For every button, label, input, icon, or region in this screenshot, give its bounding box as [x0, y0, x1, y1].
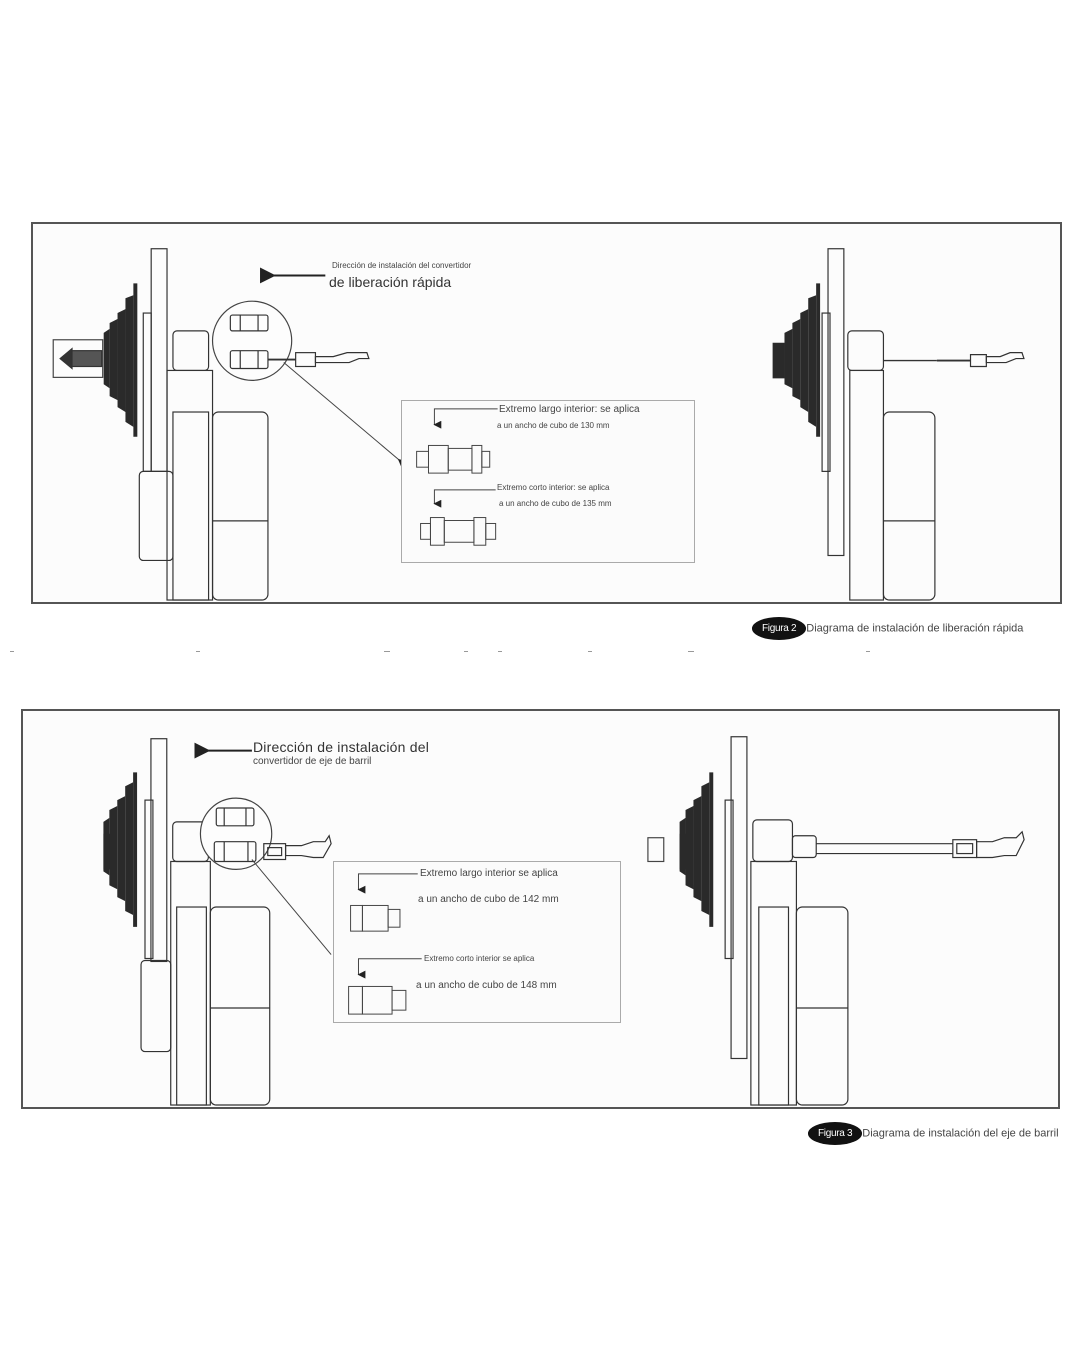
quick-release-skewer-left [267, 352, 370, 368]
short-end-hub-width: a un ancho de cubo de 135 mm [499, 499, 612, 508]
direction-label-line2: convertidor de eje de barril [253, 756, 372, 767]
long-end-adapter [350, 904, 401, 932]
figure-3-caption-text: Diagrama de instalación del eje de barri… [862, 1127, 1059, 1140]
direction-label-line1: Dirección de instalación del [253, 739, 430, 755]
direction-label-line1: Dirección de instalación del convertidor [332, 261, 472, 270]
left-trainer-assembly [103, 738, 271, 1106]
figure-2-caption-text: Diagrama de instalación de liberación rá… [806, 622, 1024, 635]
adapter-pair [229, 314, 269, 370]
quick-release-drawing [52, 248, 1025, 601]
hub-width-inset: Extremo largo interior: se aplica a un a… [401, 400, 695, 563]
figure-2-quick-release-diagram: Dirección de instalación del convertidor… [31, 222, 1062, 604]
right-trainer-assembly [772, 248, 1025, 601]
figure-3-badge: Figura 3 [808, 1122, 863, 1145]
thru-axle-left [263, 834, 332, 861]
adapter-pair [213, 807, 257, 863]
direction-label-line2: de liberación rápida [329, 274, 452, 290]
short-end-adapter [420, 517, 497, 546]
short-end-hub-width: a un ancho de cubo de 148 mm [416, 980, 557, 991]
short-end-adapter [348, 985, 407, 1015]
left-trainer-assembly [52, 248, 269, 601]
figure-2-badge: Figura 2 [752, 617, 807, 640]
long-end-hub-width: a un ancho de cubo de 130 mm [497, 421, 610, 430]
long-end-label: Extremo largo interior se aplica [420, 868, 558, 879]
short-end-label: Extremo corto interior se aplica [424, 954, 535, 963]
adapter-square [647, 837, 665, 863]
long-end-adapter [416, 444, 491, 474]
magnifier-circle [199, 797, 273, 870]
long-end-hub-width: a un ancho de cubo de 142 mm [418, 894, 559, 905]
short-end-label: Extremo corto interior: se aplica [497, 483, 610, 492]
separator-dots [10, 651, 870, 652]
thru-axle-drawing [103, 736, 1025, 1106]
long-end-label: Extremo largo interior: se aplica [499, 404, 640, 415]
right-trainer-assembly [679, 736, 1025, 1106]
figure-3-thru-axle-diagram: Dirección de instalación del convertidor… [21, 709, 1060, 1109]
hub-width-inset: Extremo largo interior se aplica a un an… [333, 861, 621, 1023]
